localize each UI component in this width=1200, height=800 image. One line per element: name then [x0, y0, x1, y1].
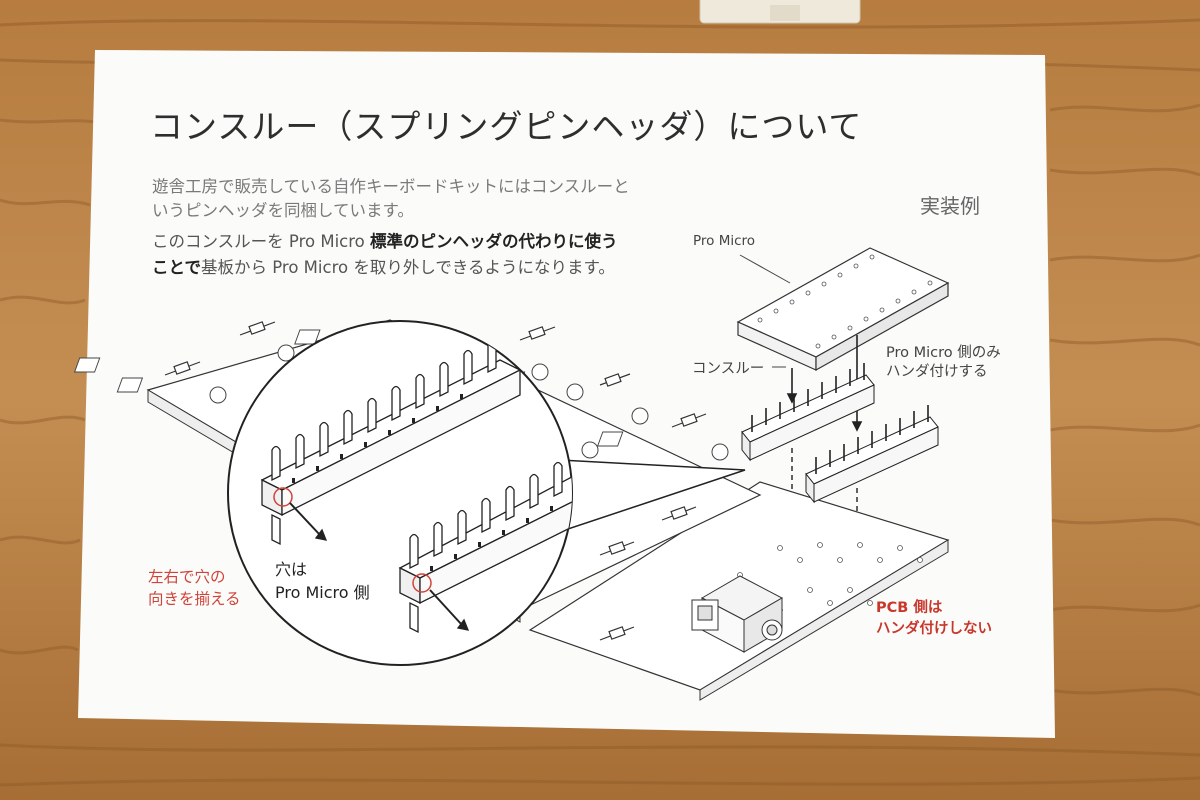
hole-note: 穴は Pro Micro 側: [275, 558, 370, 604]
pcb-note: PCB 側は ハンダ付けしない: [876, 598, 992, 640]
intro-line-4-rest: 基板から Pro Micro を取り外しできるようになります。: [201, 258, 615, 277]
example-heading: 実装例: [920, 194, 980, 218]
intro-line-2: いうピンヘッダを同梱しています。: [152, 201, 414, 220]
intro-line-4-bold: ことで: [152, 258, 202, 277]
intro-line-1: 遊舎工房で販売している自作キーボードキットにはコンスルーと: [152, 177, 630, 196]
align-note: 左右で穴の 向きを揃える: [148, 566, 241, 610]
conthru-label: コンスルー: [692, 361, 765, 377]
pro-micro-side-line-1: Pro Micro 側のみ: [886, 345, 1001, 361]
intro-line-3-prefix: このコンスルーを Pro Micro: [152, 232, 370, 251]
pcb-line-2: ハンダ付けしない: [876, 621, 992, 637]
pro-micro-label: Pro Micro: [693, 233, 756, 249]
conthru-headers: [741, 363, 939, 504]
page-title: コンスルー（スプリングピンヘッダ）について: [150, 107, 863, 146]
align-line-2: 向きを揃える: [148, 590, 241, 608]
hole-line-2: Pro Micro 側: [275, 583, 370, 602]
pcb-line-1: PCB 側は: [876, 600, 943, 616]
pro-micro-side-line-2: ハンダ付けする: [886, 364, 988, 380]
pro-micro-leader: [739, 254, 791, 284]
keycap-object-tab: [770, 5, 800, 21]
intro-line-4: ことで基板から Pro Micro を取り外しできるようになります。: [152, 254, 615, 278]
hole-line-1: 穴は: [275, 560, 308, 579]
intro-line-3-bold: 標準のピンヘッダの代わりに使う: [370, 232, 618, 251]
align-line-1: 左右で穴の: [148, 568, 226, 586]
intro-line-3: このコンスルーを Pro Micro 標準のピンヘッダの代わりに使う: [152, 228, 618, 252]
pro-micro-board: [736, 247, 950, 372]
zoomed-headers: [260, 337, 572, 634]
pcb-right: [528, 481, 950, 701]
pro-micro-side-note: Pro Micro 側のみ ハンダ付けする: [886, 344, 1001, 382]
